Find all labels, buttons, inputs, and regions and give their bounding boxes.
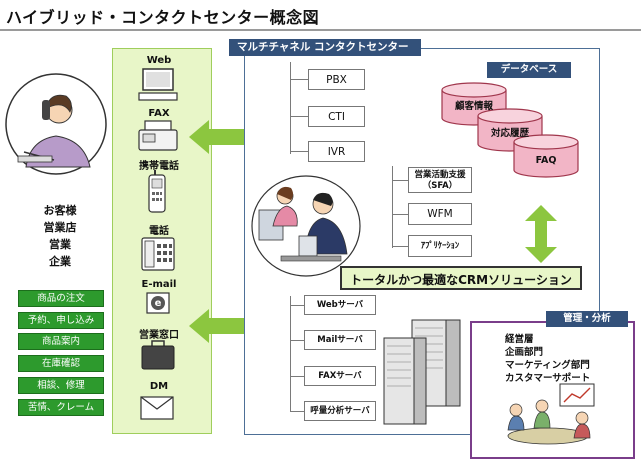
customer-label: 営業 <box>49 238 71 251</box>
device-label-web: Web <box>146 55 172 66</box>
tree-branch <box>290 79 308 80</box>
database-cylinders <box>441 82 579 178</box>
system-box-cti: CTI <box>308 106 365 127</box>
envelope-icon <box>140 396 174 420</box>
double-arrow-bottom <box>189 309 277 343</box>
vertical-double-arrow <box>525 205 557 263</box>
crm-solution-banner: トータルかつ最適なCRMソリューション <box>340 266 582 290</box>
customer-labels: お客様 営業店 営業 企業 <box>30 202 90 270</box>
device-label-dm: DM <box>149 381 169 392</box>
customer-channel-panel <box>112 48 212 434</box>
device-label-mobile: 携帯電話 <box>139 161 179 172</box>
tree-branch <box>290 376 304 377</box>
mobile-phone-icon <box>148 170 166 213</box>
device-label-counter: 営業窓口 <box>139 330 179 341</box>
request-order: 商品の注文 <box>18 290 104 307</box>
management-item: マーケティング部門 <box>505 360 590 371</box>
telephone-icon <box>141 237 175 271</box>
tree-line-servers <box>290 296 291 412</box>
tree-branch <box>392 246 408 247</box>
request-product-info: 商品案内 <box>18 333 104 350</box>
database-item-customer: 顧客情報 <box>454 101 493 112</box>
server-box-call-analysis: 呼量分析サーバ <box>304 401 376 421</box>
management-item: 企画部門 <box>505 347 544 358</box>
server-box-web: Webサーバ <box>304 295 376 315</box>
system-box-pbx: PBX <box>308 69 365 90</box>
server-box-mail: Mailサーバ <box>304 330 376 350</box>
device-label-phone: 電話 <box>149 226 169 237</box>
tree-branch <box>392 214 408 215</box>
management-item: カスタマーサポート <box>505 373 591 384</box>
svg-text:e: e <box>155 298 162 309</box>
server-rack-illustration <box>383 319 461 425</box>
management-title: 管理・分析 <box>546 311 628 327</box>
tree-line-mid <box>392 166 393 248</box>
management-list: 経営層 企画部門 マーケティング部門 カスタマーサポート <box>505 333 590 385</box>
page-title: ハイブリッド・コンタクトセンター概念図 <box>6 8 320 27</box>
system-box-application: ｱﾌﾟﾘｹｰｼｮﾝ <box>408 235 472 257</box>
customer-illustration <box>5 73 107 175</box>
database-title: データベース <box>487 62 571 78</box>
device-label-fax: FAX <box>148 108 170 119</box>
briefcase-icon <box>141 340 175 370</box>
customer-label: 企業 <box>49 255 71 268</box>
operator-illustration <box>251 175 361 277</box>
management-item: 経営層 <box>505 334 534 345</box>
system-box-sfa: 営業活動支援 （SFA） <box>408 167 472 193</box>
meeting-illustration <box>507 383 595 445</box>
request-consult-repair: 相談、修理 <box>18 377 104 394</box>
tree-branch <box>392 180 408 181</box>
tree-branch <box>290 305 304 306</box>
request-complaint: 苦情、クレーム <box>18 399 104 416</box>
system-box-wfm: WFM <box>408 203 472 225</box>
tree-branch <box>290 116 308 117</box>
contact-center-title: マルチチャネル コンタクトセンター <box>229 39 421 56</box>
database-item-history: 対応履歴 <box>490 128 529 139</box>
request-stock-check: 在庫確認 <box>18 355 104 372</box>
tree-branch <box>290 151 308 152</box>
tree-line-top <box>290 62 291 154</box>
email-icon: e <box>146 292 170 314</box>
customer-label: お客様 <box>43 204 77 217</box>
tree-branch <box>290 411 304 412</box>
request-reservation: 予約、申し込み <box>18 312 104 329</box>
double-arrow-top <box>189 120 277 154</box>
customer-label: 営業店 <box>43 221 77 234</box>
server-box-fax: FAXサーバ <box>304 366 376 386</box>
system-box-ivr: IVR <box>308 141 365 162</box>
device-label-email: E-mail <box>141 279 177 290</box>
computer-icon <box>138 68 178 101</box>
fax-machine-icon <box>138 120 178 151</box>
title-divider <box>0 29 641 31</box>
tree-branch <box>290 340 304 341</box>
database-item-faq: FAQ <box>535 155 557 166</box>
